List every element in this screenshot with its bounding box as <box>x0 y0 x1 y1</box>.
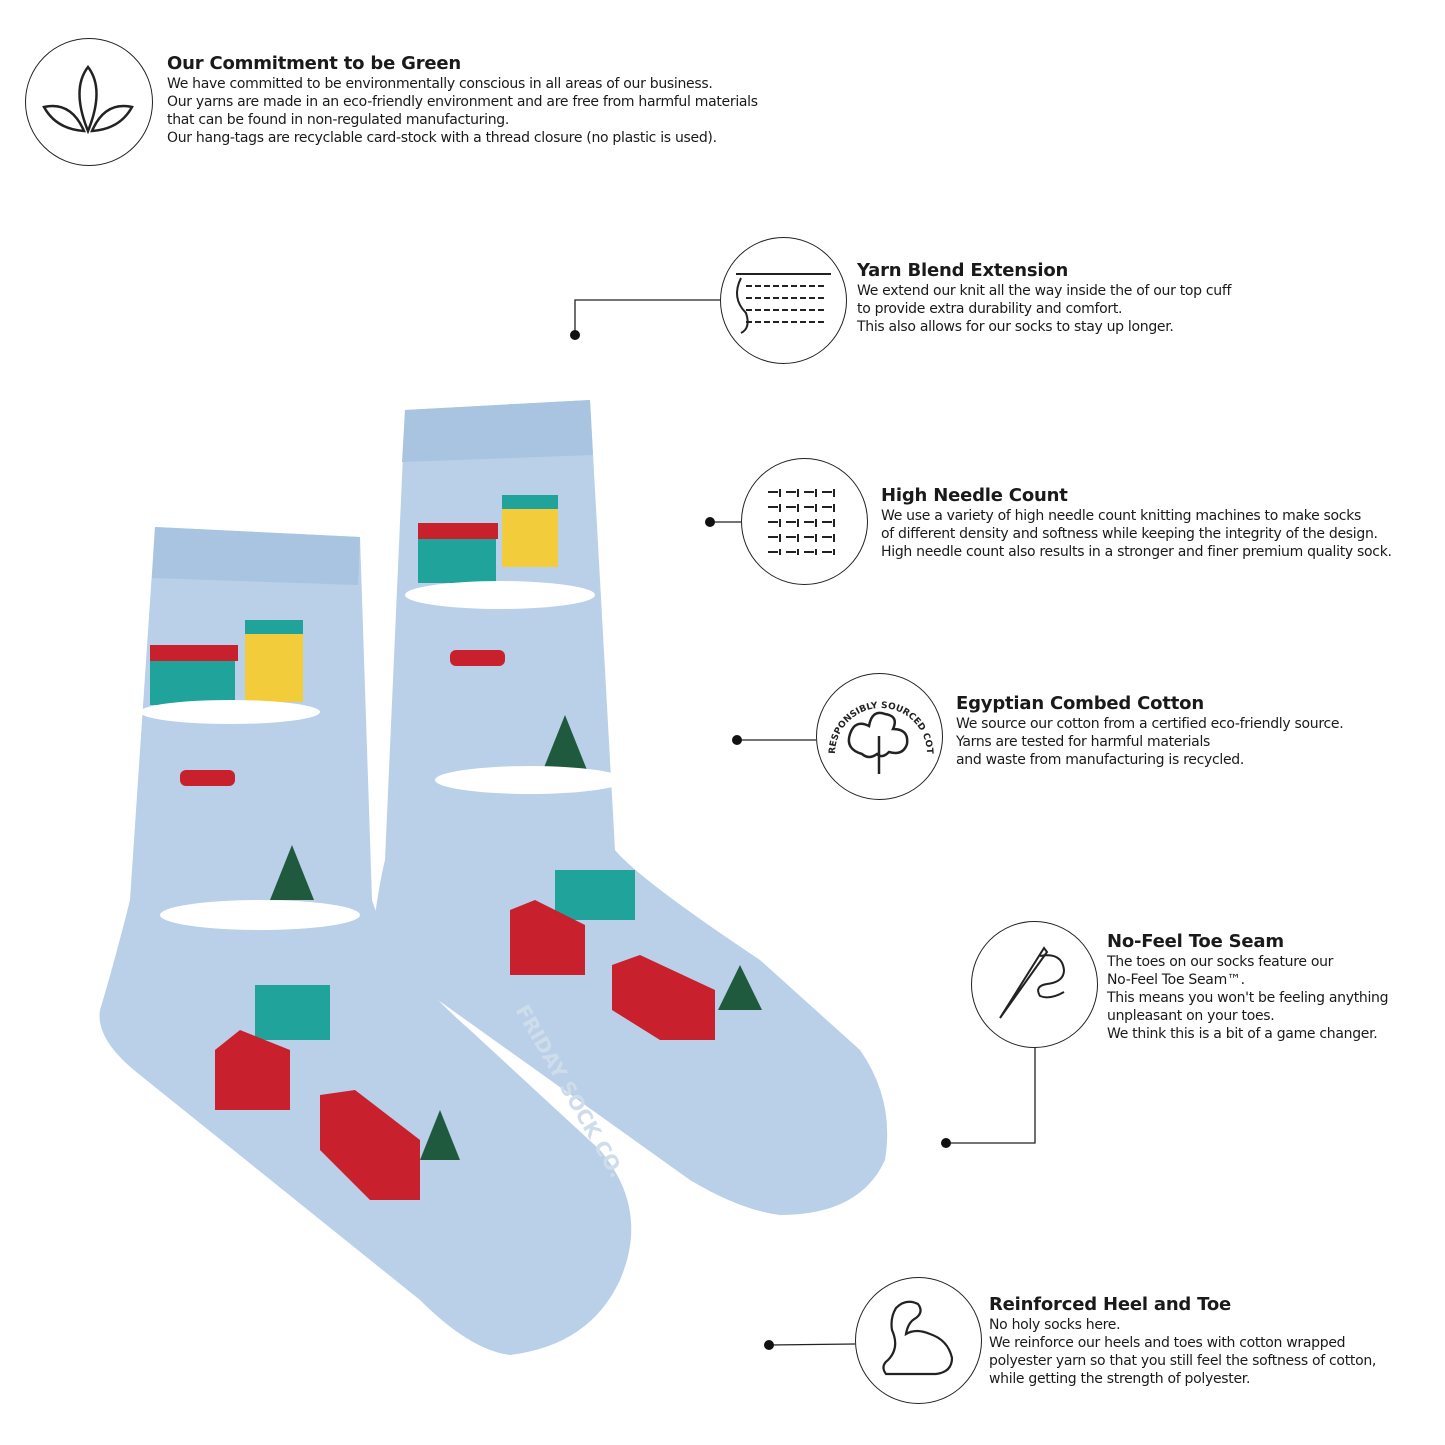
feature-needle: High Needle Count We use a variety of hi… <box>881 485 1392 561</box>
feature-cotton: Egyptian Combed Cotton We source our cot… <box>956 693 1344 769</box>
feature-line: We think this is a bit of a game changer… <box>1107 1026 1378 1042</box>
left-sock <box>99 527 632 1355</box>
feature-line: to provide extra durability and comfort. <box>857 301 1123 317</box>
feature-line: Our hang-tags are recyclable card-stock … <box>167 130 717 146</box>
feature-line: No holy socks here. <box>989 1317 1121 1333</box>
feature-title: Reinforced Heel and Toe <box>989 1294 1232 1315</box>
feature-line: No-Feel Toe Seam™. <box>1107 972 1245 988</box>
feature-title: No-Feel Toe Seam <box>1107 931 1284 952</box>
feature-line: unpleasant on your toes. <box>1107 1008 1275 1024</box>
feature-toe: No-Feel Toe Seam The toes on our socks f… <box>1107 931 1389 1043</box>
feature-line: Our yarns are made in an eco-friendly en… <box>167 94 758 110</box>
house-pattern <box>405 495 762 1040</box>
feature-yarn: Yarn Blend Extension We extend our knit … <box>857 260 1231 336</box>
feature-heel: Reinforced Heel and Toe No holy socks he… <box>989 1294 1376 1388</box>
feature-line: We source our cotton from a certified ec… <box>956 716 1344 732</box>
needle-thread-icon <box>971 921 1098 1048</box>
feature-line: Yarns are tested for harmful materials <box>956 734 1211 750</box>
feature-line: This means you won't be feeling anything <box>1107 990 1389 1006</box>
knit-stitch-icon <box>720 237 847 364</box>
feature-title: Yarn Blend Extension <box>857 260 1069 281</box>
feature-green: Our Commitment to be Green We have commi… <box>167 53 758 147</box>
leaves-icon <box>25 38 153 166</box>
feature-title: Our Commitment to be Green <box>167 53 462 74</box>
needle-grid-icon <box>741 458 868 585</box>
feature-line: and waste from manufacturing is recycled… <box>956 752 1244 768</box>
feature-line: while getting the strength of polyester. <box>989 1371 1251 1387</box>
feature-line: of different density and softness while … <box>881 526 1378 542</box>
connector-dots <box>570 330 951 1350</box>
connector-lines <box>574 299 1036 1346</box>
feature-line: We extend our knit all the way inside th… <box>857 283 1232 299</box>
feature-line: This also allows for our socks to stay u… <box>857 319 1174 335</box>
feature-line: High needle count also results in a stro… <box>881 544 1392 560</box>
feature-line: that can be found in non-regulated manuf… <box>167 112 509 128</box>
feature-line: We have committed to be environmentally … <box>167 76 713 92</box>
house-pattern <box>140 620 460 1200</box>
feature-line: We reinforce our heels and toes with cot… <box>989 1335 1346 1351</box>
feature-title: High Needle Count <box>881 485 1068 506</box>
feature-line: polyester yarn so that you still feel th… <box>989 1353 1377 1369</box>
feature-line: The toes on our socks feature our <box>1107 954 1334 970</box>
flexed-arm-icon <box>855 1277 982 1404</box>
cotton-flower-icon: RESPONSIBLY SOURCED COTTON <box>813 667 943 800</box>
feature-title: Egyptian Combed Cotton <box>956 693 1204 714</box>
feature-line: We use a variety of high needle count kn… <box>881 508 1362 524</box>
